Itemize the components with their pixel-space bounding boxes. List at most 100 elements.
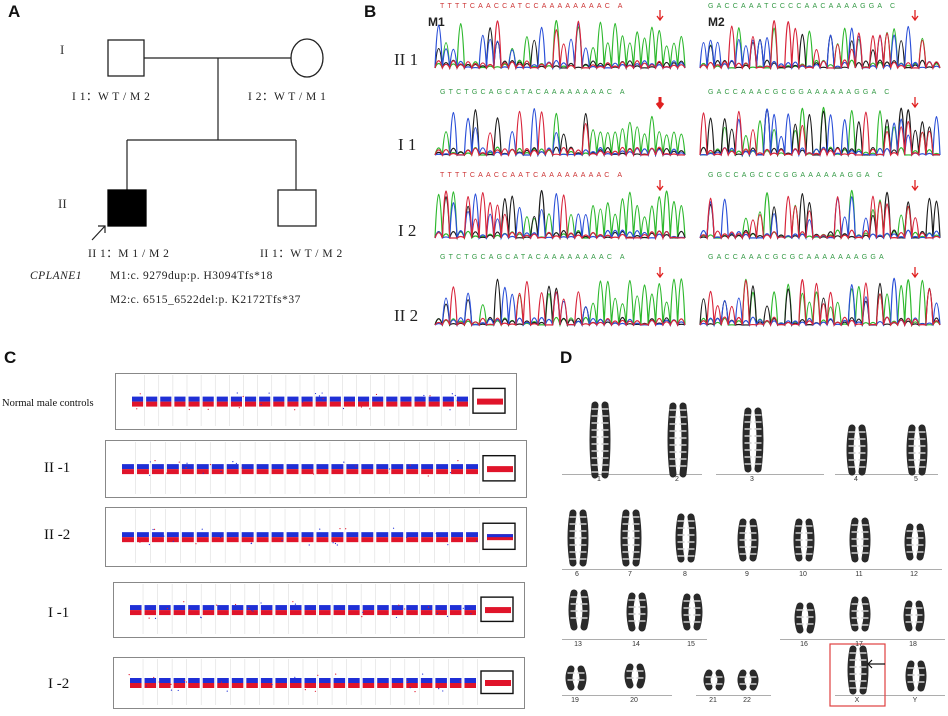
cnv-segment: [181, 469, 194, 475]
cnv-segment: [436, 532, 449, 538]
cnv-segment: [331, 537, 344, 543]
cnv-segment: [159, 678, 171, 683]
cnv-segment: [361, 464, 374, 470]
cnv-segment: [275, 610, 287, 616]
cnv-segment: [289, 683, 302, 688]
pedigree-i1-genotype: I 1：W T / M 2: [72, 91, 151, 103]
m2-column-label: M2: [708, 15, 725, 29]
cnv-segment: [132, 401, 144, 407]
cnv-segment: [377, 610, 389, 616]
cnv-segment: [217, 610, 229, 616]
mutation-arrow-icon: [655, 97, 665, 110]
cnv-segment: [449, 610, 462, 616]
cnv-segment: [464, 678, 476, 683]
cnv-segment: [435, 678, 447, 683]
mutation-arrow-icon: [911, 267, 919, 279]
cnv-segment: [144, 683, 157, 688]
chromosome-7: [620, 509, 642, 567]
chromosome-13: [568, 589, 590, 631]
cnv-segment: [386, 401, 398, 407]
cnv-segment: [316, 532, 329, 538]
chromosome-label: 9: [745, 571, 749, 578]
pedigree-diagram: [91, 38, 324, 241]
pedigree-i2-genotype: I 2：W T / M 1: [248, 91, 327, 103]
chromosome-label: 4: [854, 476, 858, 483]
cnv-segment: [260, 605, 273, 611]
cnv-segment: [202, 610, 215, 616]
chromosome-label: X: [854, 697, 860, 704]
cnv-segment: [122, 532, 134, 538]
cnv-segment: [435, 610, 447, 616]
cnv-segment: [333, 610, 346, 616]
cnv-segment: [173, 678, 186, 683]
cnv-segment: [346, 469, 359, 475]
cnv-segment: [372, 396, 384, 402]
chromosome-20: [624, 663, 646, 689]
chromatogram-trace: [699, 20, 941, 71]
cnv-segment: [464, 683, 476, 688]
chromosome-8: [675, 513, 697, 563]
cnv-segment: [456, 401, 468, 407]
cnv-segment: [391, 469, 404, 475]
cnv-segment: [202, 678, 215, 683]
cnv-segment: [188, 401, 200, 407]
cnv-segment: [391, 678, 404, 683]
cnv-segment: [464, 605, 476, 611]
cnv-row-label: I -2: [48, 676, 70, 692]
cnv-segment: [271, 532, 284, 538]
cnv-segment: [316, 469, 329, 475]
cnv-segment: [420, 605, 433, 611]
cnv-segment: [442, 401, 454, 407]
cnv-segment: [275, 678, 287, 683]
cnv-segment: [304, 678, 317, 683]
cnv-segment: [301, 464, 314, 470]
cnv-segment: [211, 464, 224, 470]
chromosome-22: [737, 669, 759, 691]
cnv-segment: [435, 605, 447, 611]
chromosome-label: 10: [799, 571, 807, 578]
cnv-segment: [151, 469, 164, 475]
chromosome-5: [906, 424, 928, 476]
cnv-segment: [391, 464, 404, 470]
cnv-segment: [316, 464, 329, 470]
chromatogram-trace: [434, 111, 686, 158]
chromosome-label: 12: [910, 571, 918, 578]
chromosome-label: 21: [709, 697, 717, 704]
chromosome-19: [565, 665, 587, 691]
cnv-segment: [130, 610, 142, 616]
cnv-segment: [451, 469, 464, 475]
cnv-segment: [421, 532, 434, 538]
cnv-segment: [304, 610, 317, 616]
cnv-x-segment: [485, 680, 511, 686]
cnv-segment: [275, 683, 287, 688]
cnv-segment: [256, 469, 269, 475]
mutation-m1: M1:c. 9279dup:p. H3094Tfs*18: [110, 270, 273, 282]
cnv-segment: [376, 532, 389, 538]
cnv-segment: [144, 610, 157, 616]
cnv-segment: [449, 605, 462, 611]
cnv-segment: [304, 605, 317, 611]
chromosome-17: [849, 596, 871, 632]
cnv-segment: [420, 678, 433, 683]
cnv-segment: [196, 537, 209, 543]
pedigree-ii1-genotype: II 1：M 1 / M 2: [88, 248, 170, 260]
cnv-segment: [166, 537, 179, 543]
cnv-x-highlight-box: [482, 522, 516, 551]
chromosome-label: 18: [909, 641, 917, 648]
cnv-segment: [391, 605, 404, 611]
cnv-segment: [188, 610, 200, 616]
cnv-segment: [130, 605, 142, 611]
cnv-segment: [217, 605, 229, 611]
generation-i-label: I: [60, 42, 65, 57]
cnv-segment: [449, 683, 462, 688]
cnv-segment: [211, 532, 224, 538]
chromosome-label: 5: [914, 476, 918, 483]
cnv-segment: [273, 401, 285, 407]
cnv-segment: [181, 464, 194, 470]
cnv-segment: [391, 610, 404, 616]
panel-letter-a: A: [8, 2, 21, 21]
cnv-segment: [406, 464, 419, 470]
cnv-segment: [428, 396, 440, 402]
cnv-segment: [159, 683, 171, 688]
chromatogram-trace: [434, 281, 686, 327]
